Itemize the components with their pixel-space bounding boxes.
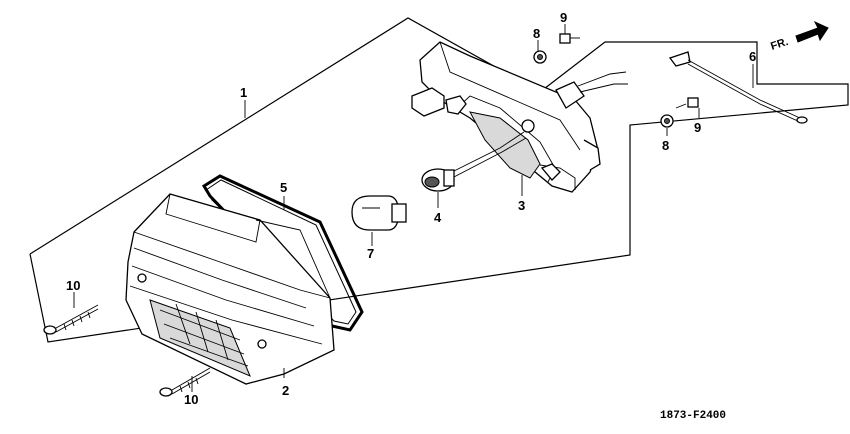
callout-9-upper: 9 bbox=[560, 10, 567, 25]
nut-part-lower bbox=[660, 114, 674, 128]
direction-label: FR. bbox=[769, 36, 790, 53]
callout-8-lower: 8 bbox=[662, 138, 669, 153]
callout-7: 7 bbox=[367, 246, 374, 261]
lens-part bbox=[125, 193, 335, 385]
bulb-part bbox=[351, 195, 407, 231]
callout-4: 4 bbox=[434, 210, 442, 225]
front-arrow-icon bbox=[795, 20, 829, 43]
leader-lines bbox=[73, 24, 754, 392]
callout-10-bottom: 10 bbox=[184, 392, 198, 407]
callout-2: 2 bbox=[282, 383, 289, 398]
bulb-socket-part bbox=[421, 119, 535, 192]
callout-10-left: 10 bbox=[66, 278, 80, 293]
front-direction-indicator: FR. bbox=[769, 20, 829, 53]
wire-clip-part bbox=[668, 51, 808, 124]
screw-part-left bbox=[43, 304, 99, 335]
screw-part-bottom bbox=[159, 367, 211, 397]
callout-labels: 1 2 3 4 5 6 7 8 8 9 9 10 10 bbox=[66, 10, 756, 407]
callout-9-lower: 9 bbox=[694, 120, 701, 135]
callout-1: 1 bbox=[240, 85, 247, 100]
bolt-part-upper bbox=[559, 33, 580, 44]
callout-5: 5 bbox=[280, 180, 287, 195]
nut-part-upper bbox=[533, 50, 547, 64]
callout-3: 3 bbox=[518, 198, 525, 213]
bolt-part-lower bbox=[675, 97, 699, 109]
callout-6: 6 bbox=[749, 49, 756, 64]
diagram-code: 1873-F2400 bbox=[660, 410, 726, 422]
callout-8-upper: 8 bbox=[533, 26, 540, 41]
